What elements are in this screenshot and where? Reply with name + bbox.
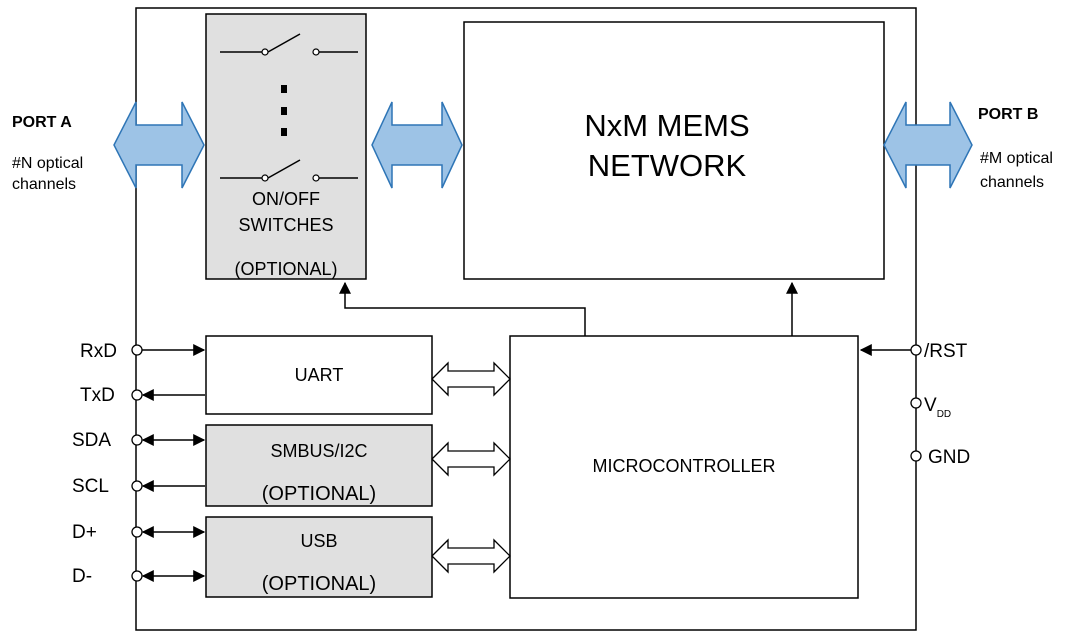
port-a-optical-arrow	[113, 101, 205, 189]
pin-scl-label: SCL	[72, 476, 109, 497]
ellipsis-dots	[281, 85, 287, 136]
pin-scl: SCL	[72, 476, 205, 497]
pin-vdd-label: VDD	[924, 395, 951, 420]
smbus-label-line2: (OPTIONAL)	[262, 483, 376, 505]
uart-bus-arrow	[431, 361, 511, 397]
microcontroller-label: MICROCONTROLLER	[592, 456, 775, 476]
port-b-channels-line1: #M optical	[980, 150, 1053, 167]
mems-label-line2: NETWORK	[588, 148, 747, 183]
port-a-channels-line2: channels	[12, 176, 76, 193]
switches-label-line1: ON/OFF	[252, 189, 320, 209]
uart-block: UART	[205, 335, 433, 415]
pin-sda: SDA	[72, 430, 206, 451]
pin-d-plus-label: D+	[72, 522, 97, 543]
port-b-title: PORT B	[978, 106, 1038, 123]
mems-network-block: NxM MEMS NETWORK	[463, 21, 885, 280]
pin-d-minus: D-	[72, 566, 206, 587]
pin-rxd: RxD	[80, 341, 206, 362]
microcontroller-block: MICROCONTROLLER	[509, 335, 859, 599]
module-frame	[135, 7, 917, 631]
pin-rst-label: /RST	[924, 341, 968, 362]
smbus-block: SMBUS/I2C (OPTIONAL)	[205, 424, 433, 507]
port-b-optical-arrow	[883, 101, 973, 189]
pin-sda-label: SDA	[72, 430, 111, 451]
smbus-bus-arrow	[431, 441, 511, 477]
switch-symbol-top	[220, 33, 358, 56]
usb-block: USB (OPTIONAL)	[205, 516, 433, 598]
pin-rxd-label: RxD	[80, 341, 117, 362]
pin-txd: TxD	[80, 385, 205, 406]
switches-label-line2: SWITCHES	[238, 215, 333, 235]
mems-label-line1: NxM MEMS	[584, 108, 749, 143]
uart-label: UART	[295, 365, 344, 385]
usb-label-line2: (OPTIONAL)	[262, 573, 376, 595]
port-b-channels-line2: channels	[980, 174, 1044, 191]
pin-d-plus: D+	[72, 522, 206, 543]
switch-to-mems-optical-arrow	[371, 101, 463, 189]
usb-bus-arrow	[431, 538, 511, 574]
port-a-channels-line1: #N optical	[12, 155, 83, 172]
pin-txd-label: TxD	[80, 385, 115, 406]
pin-gnd-label: GND	[928, 447, 970, 468]
pin-d-minus-label: D-	[72, 566, 92, 587]
pin-rst: /RST	[859, 341, 968, 362]
port-a-title: PORT A	[12, 114, 72, 131]
switches-label-line3: (OPTIONAL)	[234, 259, 337, 279]
pin-gnd: GND	[910, 447, 970, 468]
smbus-label-line1: SMBUS/I2C	[270, 441, 367, 461]
usb-label-line1: USB	[300, 531, 337, 551]
on-off-switches-block: ON/OFF SWITCHES (OPTIONAL)	[205, 13, 367, 280]
pin-vdd: VDD	[910, 395, 951, 420]
switch-symbol-bottom	[220, 159, 358, 182]
control-line-to-switches	[339, 281, 586, 336]
